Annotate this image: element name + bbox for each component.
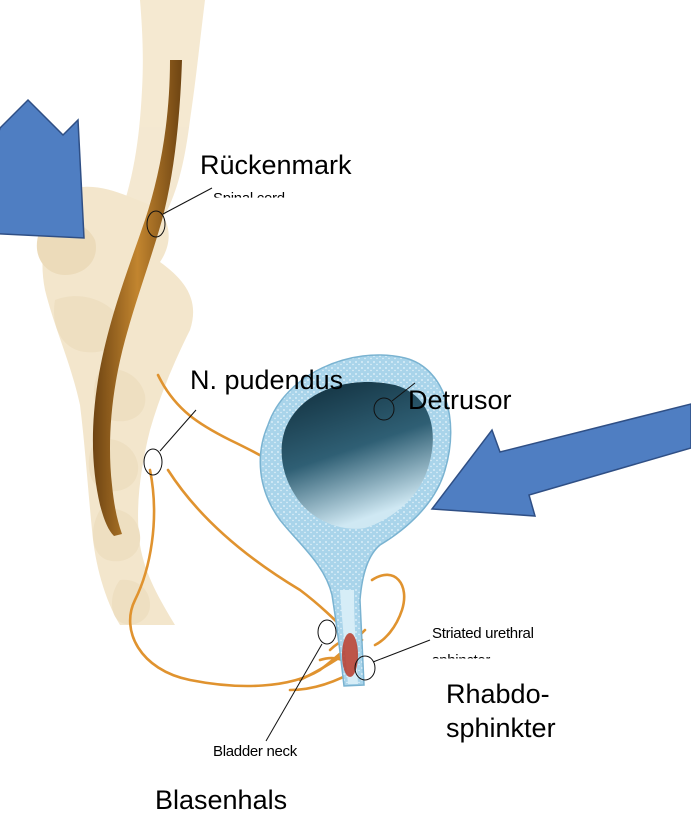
pointer-arrow-right-icon <box>432 404 691 516</box>
label-striated-urethral: Striated urethral <box>432 625 534 642</box>
label-blasenhals: Blasenhals <box>155 785 287 816</box>
label-n-pudendus: N. pudendus <box>190 365 343 396</box>
label-bladder-neck: Bladder neck <box>213 743 297 760</box>
pointer-arrow-left-icon <box>0 100 84 238</box>
label-rhabdo-line2: sphinkter <box>446 711 556 745</box>
label-rhabdosphinkter: Rhabdo- sphinkter <box>446 677 556 745</box>
label-rhabdo-line1: Rhabdo- <box>446 677 556 711</box>
label-detrusor: Detrusor <box>408 385 512 416</box>
label-rueckenmark: Rückenmark <box>200 150 352 181</box>
